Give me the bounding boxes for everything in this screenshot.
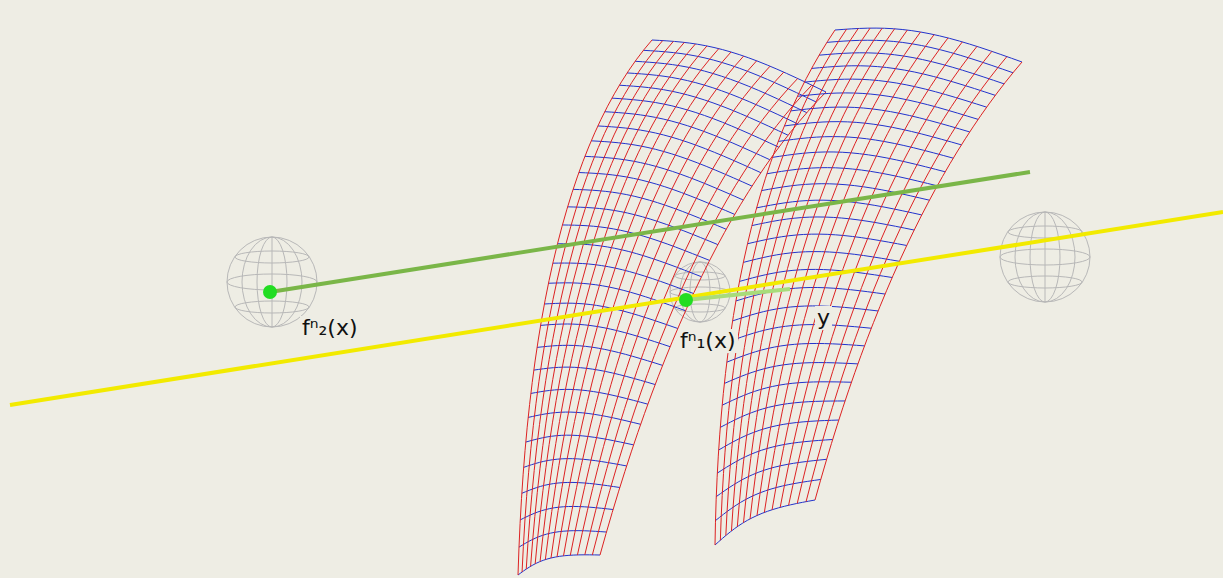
light-green-segment bbox=[686, 289, 790, 300]
grid-line bbox=[716, 459, 826, 496]
curved-surfaces bbox=[518, 28, 1022, 575]
green-line bbox=[270, 172, 1030, 292]
grid-line bbox=[531, 42, 685, 566]
grid-line bbox=[806, 57, 1007, 502]
wire-sphere bbox=[1000, 212, 1090, 302]
grid-line bbox=[733, 306, 879, 321]
grid-line bbox=[722, 382, 851, 405]
green-dot bbox=[263, 285, 277, 299]
grid-line bbox=[600, 92, 826, 555]
wire-sphere bbox=[227, 237, 317, 327]
grid-line bbox=[592, 85, 811, 555]
point-label: y bbox=[815, 306, 832, 330]
grid-line bbox=[720, 401, 845, 427]
grid-line bbox=[535, 44, 695, 564]
grid-line bbox=[522, 482, 620, 493]
grid-line bbox=[557, 56, 744, 557]
grid-line bbox=[585, 156, 743, 200]
grid-line bbox=[780, 42, 962, 507]
grid-line bbox=[541, 324, 671, 347]
grid-line bbox=[627, 73, 797, 124]
grid-line bbox=[598, 126, 761, 173]
grid-line bbox=[797, 51, 992, 503]
curved-surface bbox=[518, 40, 826, 575]
grid-line bbox=[827, 40, 1013, 73]
grid-line bbox=[764, 35, 934, 513]
grid-line bbox=[540, 46, 707, 562]
grid-line bbox=[767, 168, 937, 186]
grid-line bbox=[715, 30, 835, 545]
point-label: fⁿ₁(x) bbox=[678, 329, 738, 353]
grid-line bbox=[619, 85, 788, 135]
grid-line bbox=[772, 38, 948, 510]
grid-line bbox=[577, 72, 783, 555]
yellow-line bbox=[10, 212, 1223, 405]
green-dot bbox=[679, 293, 693, 307]
grid-line bbox=[524, 459, 627, 468]
grid-line bbox=[812, 66, 996, 96]
grid-line bbox=[585, 78, 798, 554]
grid-line bbox=[612, 98, 779, 147]
grid-line bbox=[815, 62, 1022, 500]
grid-line bbox=[526, 41, 673, 569]
point-label: fⁿ₂(x) bbox=[300, 316, 360, 340]
grid-line bbox=[520, 506, 613, 519]
